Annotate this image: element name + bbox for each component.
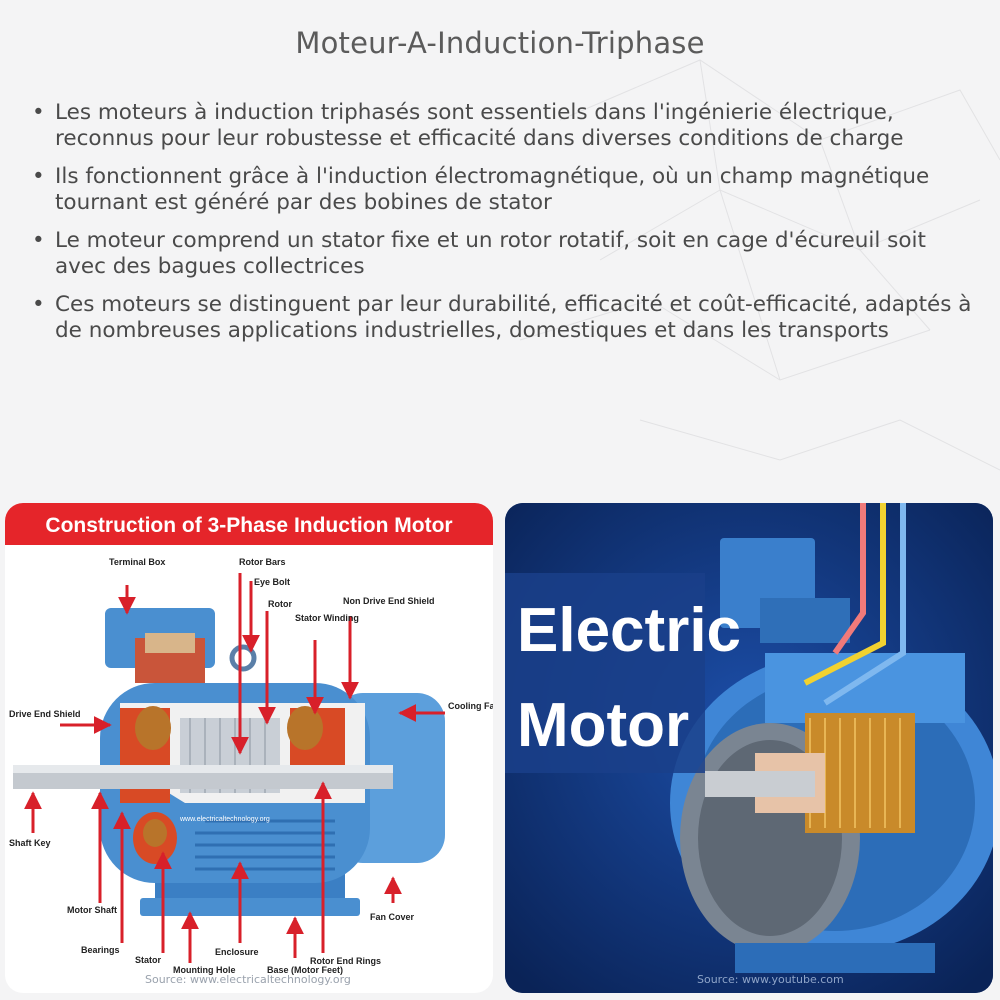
label-shaft-key: Shaft Key [9,838,51,848]
electric-motor-image: Electric Motor Source: www.youtube.com [505,503,993,993]
label-rotor-end-rings: Rotor End Rings [310,956,381,966]
page-title: Moteur-A-Induction-Triphase [295,26,705,60]
label-base: Base (Motor Feet) [267,965,343,975]
bullet-item: Les moteurs à induction triphasés sont e… [30,100,980,152]
label-mounting-hole: Mounting Hole [173,965,236,975]
motor-construction-image: Construction of 3-Phase Induction Motor [5,503,493,993]
label-stator-winding: Stator Winding [295,613,359,623]
motor-construction-diagram: Construction of 3-Phase Induction Motor [5,503,493,975]
label-stator: Stator [135,955,162,965]
label-cooling-fan: Cooling Fan [448,701,493,711]
banner-title: Construction of 3-Phase Induction Motor [45,514,452,537]
bullet-item: Le moteur comprend un stator fixe et un … [30,228,980,280]
left-image-source: Source: www.electricaltechnology.org [145,973,351,986]
label-eye-bolt: Eye Bolt [254,577,290,587]
motor-illustration: www.electricaltechnology.org [13,608,445,916]
title-line-electric: Electric [517,596,741,665]
banner-background [5,503,493,545]
label-terminal-box: Terminal Box [109,557,165,567]
label-rotor-bars: Rotor Bars [239,557,286,567]
right-image-source: Source: www.youtube.com [697,973,844,986]
bullet-item: Ils fonctionnent grâce à l'induction éle… [30,164,980,216]
bullet-list: Les moteurs à induction triphasés sont e… [30,100,980,356]
watermark-text: www.electricaltechnology.org [179,816,270,823]
bullet-item: Ces moteurs se distinguent par leur dura… [30,292,980,344]
label-bearings: Bearings [81,945,120,955]
label-rotor: Rotor [268,599,292,609]
label-non-drive-end-shield: Non Drive End Shield [343,596,435,606]
label-motor-shaft: Motor Shaft [67,905,117,915]
label-fan-cover: Fan Cover [370,912,415,922]
label-enclosure: Enclosure [215,947,259,957]
electric-motor-illustration: Electric Motor [505,503,993,993]
title-line-motor: Motor [517,691,689,760]
label-drive-end-shield: Drive End Shield [9,709,81,719]
